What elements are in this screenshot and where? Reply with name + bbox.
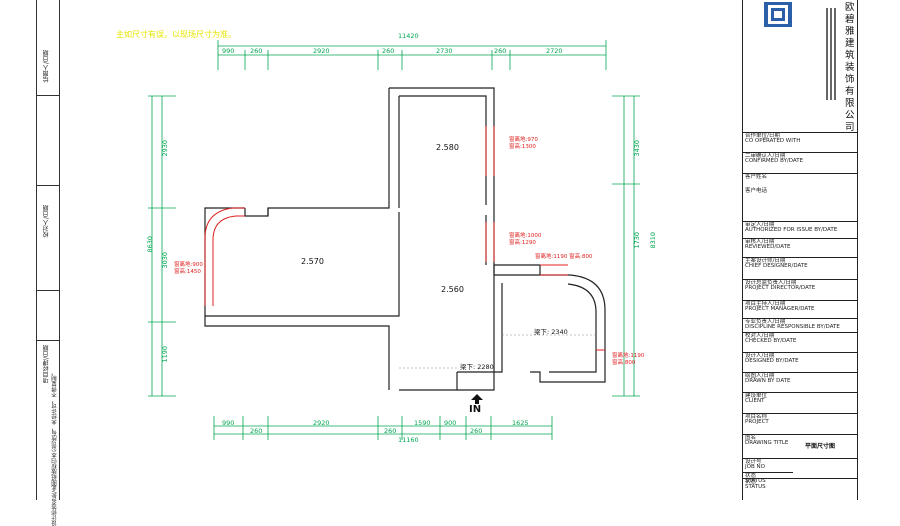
company-name: 欧碧雅建筑装饰有限公司	[845, 2, 855, 133]
height-label-3: 2.560	[441, 285, 464, 294]
dimtop-label-3: 260	[382, 47, 395, 55]
title-block-row-33: STATUS	[745, 484, 766, 490]
title-block-row-7: AUTHORIZED FOR ISSUE BY/DATE	[745, 227, 838, 233]
floor-plan-drawing	[148, 2, 836, 440]
title-block-row-12: 设计总监负责人/日期	[743, 279, 857, 287]
top-total-dimension: 11420	[398, 32, 419, 40]
dimtop-label-4: 2730	[436, 47, 453, 55]
title-block-row-13: PROJECT DIRECTOR/DATE	[745, 285, 816, 291]
left-title-strip: 绘图人/日期 校对人/日期 项目经理/日期 设计师签名处/此图纸版权归本公司所有…	[36, 0, 60, 526]
dimtop-label-0: 990	[222, 47, 235, 55]
title-block-row-3: CONFIRMED BY/DATE	[745, 158, 804, 164]
dimbot-label-2: 2920	[313, 419, 330, 427]
bottom-total-dimension: 11160	[398, 436, 419, 444]
title-block-row-24: 建设单位	[743, 392, 857, 400]
left-total-dimension: 8630	[146, 236, 154, 253]
title-block-row-18: 校对人/日期	[743, 332, 857, 340]
drawing-title-value: 平面尺寸图	[805, 443, 836, 450]
beam-label-1: 梁下: 2340	[534, 328, 568, 336]
dimleft-label-2: 1190	[161, 346, 169, 363]
dimleft-label-0: 2930	[161, 140, 169, 157]
title-block-row-23: DRAWN BY DATE	[745, 378, 791, 384]
dimbot-label-5: 900	[444, 419, 457, 427]
title-block-row-22: 绘图人/日期	[743, 372, 857, 380]
top-dimension-lines	[148, 40, 640, 440]
company-fine-print	[826, 8, 836, 100]
red-windows	[204, 126, 605, 351]
dimtop-label-5: 260	[494, 47, 507, 55]
dimbot-label-0: 990	[222, 419, 235, 427]
title-block-row-28: 图名	[743, 434, 857, 442]
title-block-row-0: 合作单位/日期	[743, 132, 857, 140]
strip-label-4: 设计师签名处/此图纸版权归本公司所有，未经许可，不得复制。	[52, 370, 58, 526]
title-block-row-31: JOB NO	[745, 464, 765, 470]
beam-lines	[399, 334, 596, 369]
title-block-row-9: REVIEWED/DATE	[745, 244, 791, 250]
entrance-label: IN	[469, 404, 482, 415]
title-block-row-8: 审核人/日期	[743, 238, 857, 246]
title-block-row-19: CHECKED BY/DATE	[745, 338, 797, 344]
title-block-row-4: 客户姓名	[743, 173, 857, 181]
window-note-4: 窗离地:1190 窗高:800	[535, 254, 593, 260]
dimright-label-0: 1730	[633, 232, 641, 249]
title-block-row-1: CO OPERATED WITH	[745, 138, 801, 144]
title-block-row-5: 客户电话	[745, 188, 768, 194]
title-block-row-21: DESIGNED BY/DATE	[745, 358, 799, 364]
strip-label-3: 项目经理/日期	[43, 345, 50, 384]
title-block-row-26: 项目名称	[743, 413, 857, 421]
strip-label-2: 校对人/日期	[43, 205, 50, 238]
height-label-1: 2.580	[436, 143, 459, 152]
dimtop-label-2: 2920	[313, 47, 330, 55]
dimtop-label-1: 260	[250, 47, 263, 55]
dimbot-label-6: 260	[470, 427, 483, 435]
dimbot-label-1: 260	[250, 427, 263, 435]
strip-label-1: 绘图人/日期	[43, 50, 50, 83]
title-block-row-11: CHIEF DESIGNER/DATE	[745, 263, 808, 269]
title-block-row-6: 审定人/日期	[743, 221, 857, 229]
title-block-row-20: 设计人/日期	[743, 352, 857, 360]
title-block-row-14: 项目主持人/日期	[743, 300, 857, 308]
entrance-arrow-icon	[471, 394, 483, 404]
title-block-row-25: CLIENT	[745, 398, 765, 404]
status-label: 状态	[743, 472, 793, 480]
title-block-row-30: 设计号	[743, 458, 857, 466]
title-block-row-2: 二审确认人/日期	[743, 152, 857, 160]
dimleft-label-1: 3030	[161, 252, 169, 269]
title-block-row-15: PROJECT MANAGER/DATE	[745, 306, 815, 312]
title-block-row-32: 状态	[743, 478, 857, 486]
dimtop-label-6: 2720	[546, 47, 563, 55]
title-block-row-17: DISCIPLINE RESPONSIBLE BY/DATE	[745, 324, 840, 330]
title-block-row-16: 专业负责人/日期	[743, 318, 857, 326]
status-label-en: STATUS	[745, 478, 766, 484]
company-logo	[764, 2, 792, 27]
title-block-row-29: DRAWING TITLE	[745, 440, 789, 446]
title-block-row-10: 主案设计师/日期	[743, 257, 857, 265]
right-total-dimension: 8310	[649, 232, 657, 249]
drawing-note: 主如尺寸有误，以现场尺寸为准。	[116, 30, 236, 39]
dimbot-label-3: 260	[384, 427, 397, 435]
dimbot-label-7: 1625	[512, 419, 529, 427]
beam-label-2: 梁下: 2280	[460, 363, 494, 371]
dimright-label-1: 3430	[633, 140, 641, 157]
height-label-2: 2.570	[301, 257, 324, 266]
title-block-row-27: PROJECT	[745, 419, 769, 425]
walls	[204, 87, 606, 391]
dimbot-label-4: 1590	[414, 419, 431, 427]
